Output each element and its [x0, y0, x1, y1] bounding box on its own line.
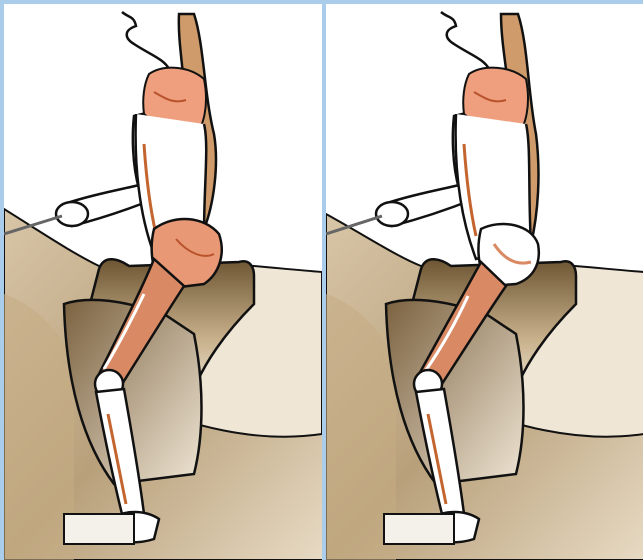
rider-neck — [441, 12, 489, 69]
rider-illustration-left — [4, 4, 322, 560]
stirrup — [64, 514, 134, 544]
rider-hand — [376, 202, 408, 226]
rider-neck — [122, 12, 169, 69]
rider-drawing-right — [326, 4, 643, 560]
rider-illustration-right — [326, 4, 643, 560]
rider-drawing-left — [4, 4, 322, 560]
rider-hand — [56, 202, 88, 226]
stirrup — [384, 514, 454, 544]
